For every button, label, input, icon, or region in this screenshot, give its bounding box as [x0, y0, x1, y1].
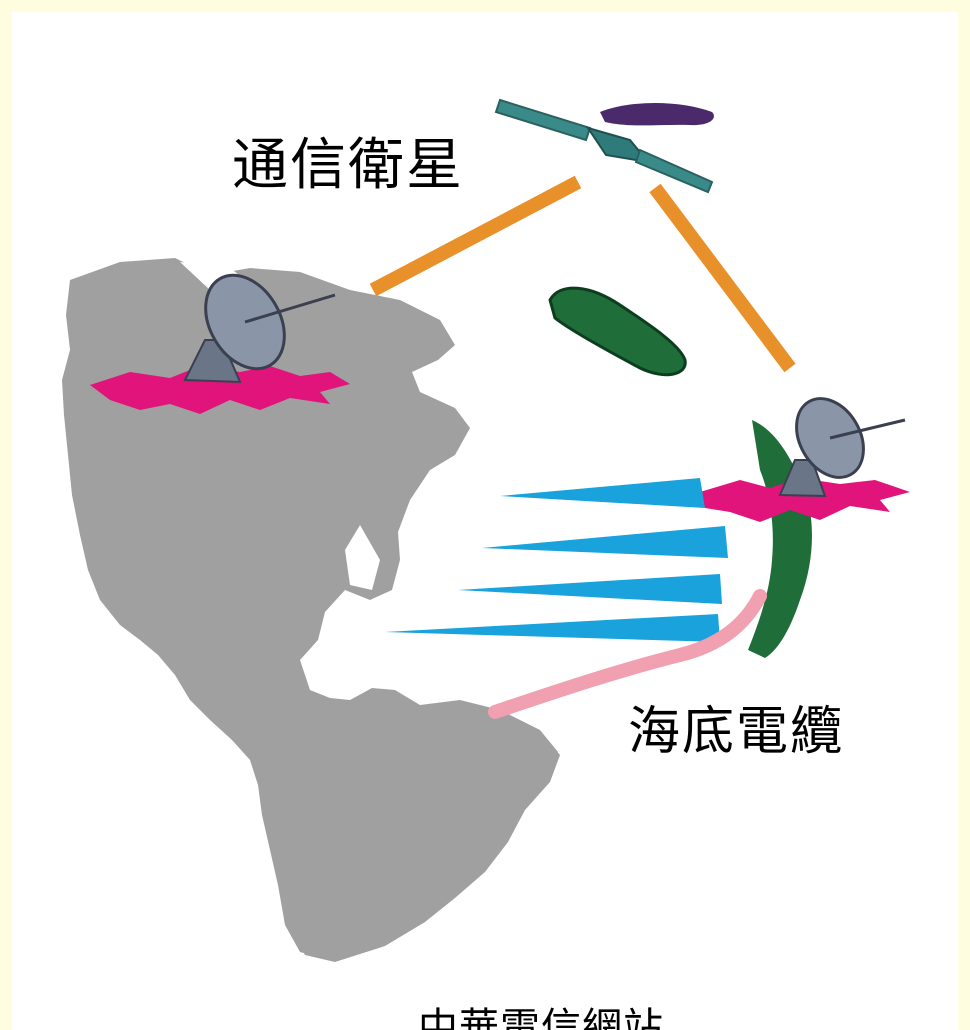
dish-base-splash-right — [700, 478, 910, 522]
transmission-waves — [385, 478, 728, 642]
signal-links — [369, 175, 796, 373]
dish-feed-right — [829, 418, 906, 440]
wave-4 — [385, 614, 720, 642]
signal-link-left — [369, 175, 582, 297]
satellite-dish-left — [90, 273, 350, 414]
satellite-dish-right — [700, 397, 910, 522]
americas-map — [62, 258, 560, 962]
gulf-notch — [345, 525, 380, 590]
wave-1 — [500, 478, 705, 508]
undersea-cable — [488, 589, 767, 719]
green-coast-right — [748, 420, 812, 658]
signal-link-right — [649, 183, 796, 373]
cable-label: 海底電纜 — [628, 702, 845, 762]
satellite-panel-right — [634, 148, 714, 194]
satellite-purple-panel — [600, 103, 714, 126]
wave-3 — [458, 574, 722, 604]
wave-2 — [482, 526, 728, 558]
green-island-top — [548, 286, 687, 377]
dish-base-splash-left — [90, 366, 350, 414]
satellite-panel-left — [494, 98, 592, 142]
south-america-shape — [262, 700, 560, 962]
satellite-icon — [494, 98, 714, 194]
source-caption: 中華電信網站 — [418, 1005, 664, 1030]
dish-feed-left — [244, 293, 336, 324]
satellite-label: 通信衛星 — [232, 133, 464, 198]
